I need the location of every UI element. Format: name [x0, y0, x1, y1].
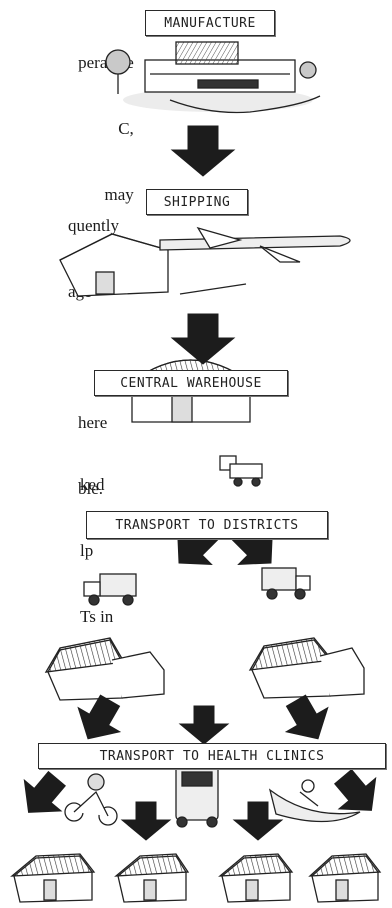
- truck-right: [261, 567, 311, 600]
- house-left: [44, 637, 165, 701]
- stage-label-text: MANUFACTURE: [164, 15, 256, 31]
- stage-label-transport-clinics: TRANSPORT TO HEALTH CLINICS: [38, 743, 386, 769]
- text-line: lp: [80, 541, 94, 560]
- stage-label-text: TRANSPORT TO DISTRICTS: [115, 517, 299, 533]
- clinic-4: [308, 853, 382, 903]
- arrow-diagonal-icon: [77, 694, 122, 740]
- shipping-illustration: [59, 226, 351, 297]
- stage-label-transport-districts: TRANSPORT TO DISTRICTS: [86, 511, 328, 539]
- factory-illustration: [105, 41, 321, 114]
- arrow-diagonal-icon: [334, 768, 377, 811]
- text-line: may: [104, 185, 134, 204]
- arrow-down-icon: [170, 313, 236, 365]
- clinic-2: [114, 853, 190, 903]
- clinic-transports: [64, 765, 361, 828]
- arrow-diagonal-icon: [284, 694, 329, 740]
- arrow-down-icon: [170, 125, 236, 177]
- left-text-fragment-3: here ble.: [78, 368, 107, 522]
- stage-label-shipping: SHIPPING: [146, 189, 248, 215]
- house-right: [248, 637, 365, 699]
- stage-label-manufacture: MANUFACTURE: [145, 10, 275, 36]
- stage-label-text: TRANSPORT TO HEALTH CLINICS: [99, 748, 325, 764]
- arrow-down-icon: [232, 801, 284, 841]
- boat: [268, 779, 361, 823]
- stage-label-text: SHIPPING: [163, 194, 231, 210]
- arrow-down-icon: [178, 705, 230, 745]
- text-line: ble.: [78, 479, 104, 498]
- text-line: ked: [80, 475, 105, 494]
- clinic-houses: [10, 853, 382, 903]
- stage-label-text: CENTRAL WAREHOUSE: [120, 375, 262, 391]
- motorbike: [64, 773, 118, 826]
- arrow-diagonal-icon: [23, 770, 66, 813]
- text-line: Ts in: [80, 607, 114, 626]
- jeep: [175, 765, 219, 828]
- text-line: C,: [118, 119, 134, 138]
- text-line: here: [78, 413, 108, 432]
- clinic-1: [10, 853, 96, 903]
- district-trucks: [83, 567, 311, 606]
- stage-label-central-warehouse: CENTRAL WAREHOUSE: [94, 370, 288, 396]
- left-text-fragment-4: ked lp Ts in: [80, 430, 113, 650]
- district-houses: [44, 637, 365, 701]
- clinic-3: [218, 853, 294, 903]
- text-line: quently: [68, 216, 119, 235]
- truck-left: [83, 573, 137, 606]
- arrow-down-icon: [120, 801, 172, 841]
